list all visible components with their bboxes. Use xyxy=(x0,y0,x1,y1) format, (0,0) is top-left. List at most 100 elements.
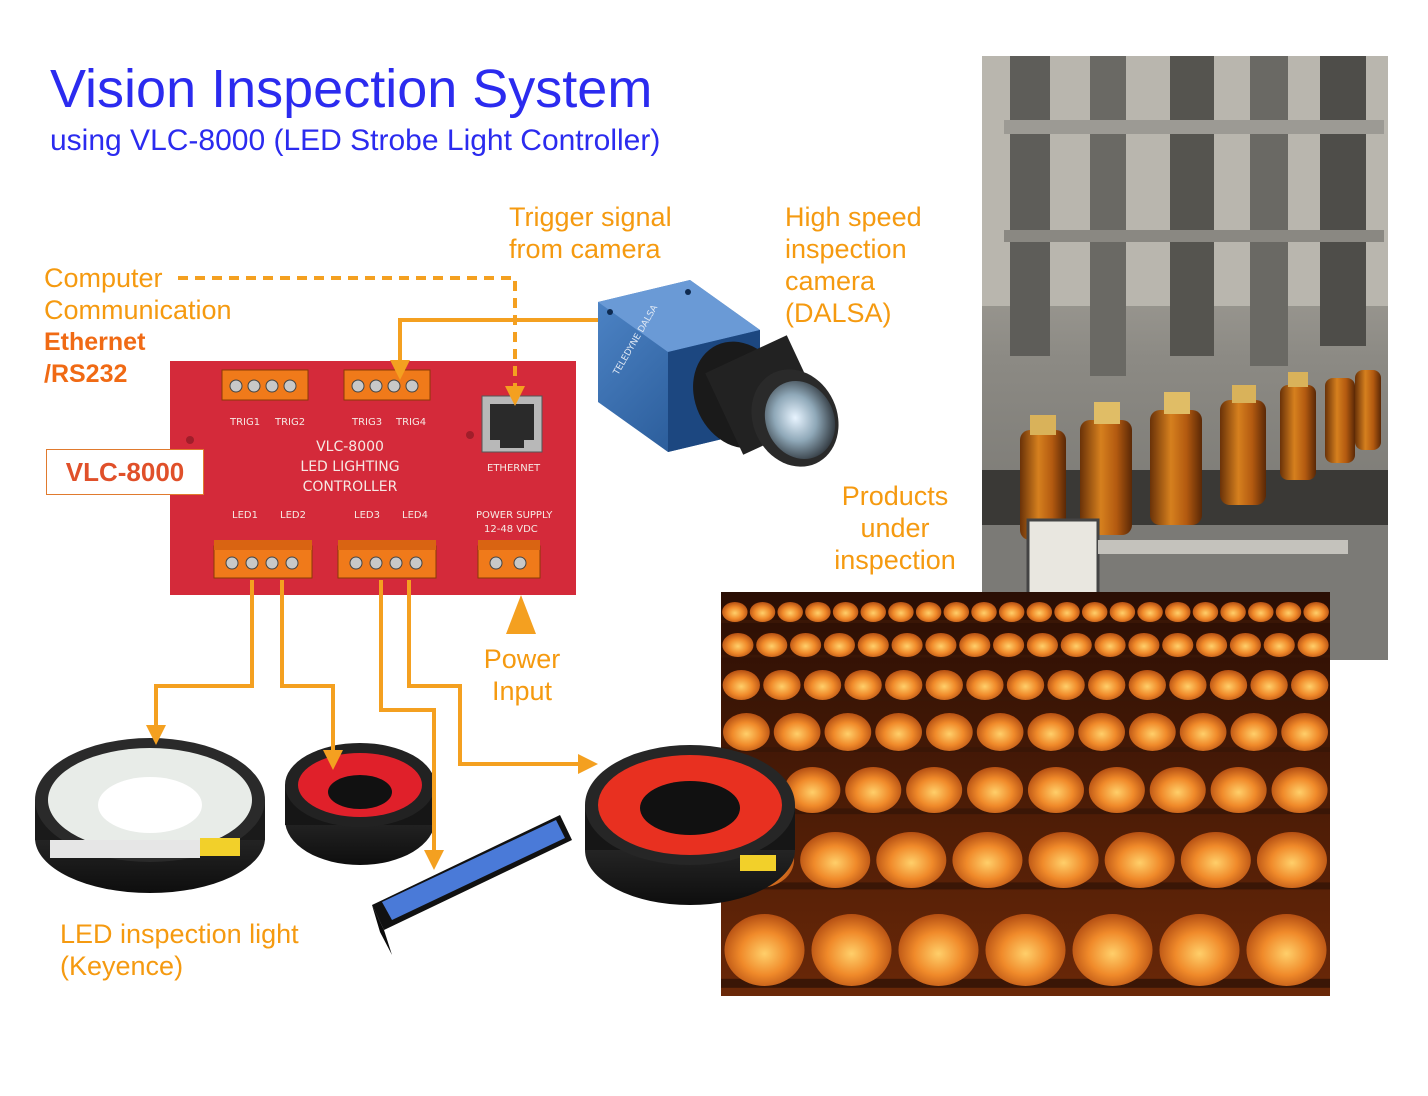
egg xyxy=(811,914,892,986)
egg xyxy=(723,713,770,751)
egg xyxy=(790,633,822,657)
egg xyxy=(1297,633,1329,657)
egg xyxy=(722,602,748,622)
egg xyxy=(1088,767,1145,813)
egg-tray-bar xyxy=(721,882,1330,890)
egg xyxy=(722,670,760,700)
egg xyxy=(1179,713,1227,751)
power-arrow xyxy=(506,595,536,634)
egg xyxy=(1196,633,1228,657)
egg xyxy=(876,832,947,888)
egg xyxy=(1180,832,1251,888)
egg xyxy=(925,633,957,657)
egg xyxy=(1229,633,1261,657)
egg xyxy=(1088,670,1126,700)
egg xyxy=(803,670,842,700)
egg xyxy=(959,633,991,657)
egg xyxy=(756,633,788,657)
egg xyxy=(976,713,1024,751)
egg xyxy=(1165,602,1191,622)
egg xyxy=(1209,670,1248,700)
computer-label: Computer Communication xyxy=(44,263,232,325)
led3-label: LED3 xyxy=(354,510,380,521)
egg xyxy=(800,832,871,888)
egg-tray-bar xyxy=(721,654,1330,658)
egg xyxy=(749,602,776,622)
egg xyxy=(888,602,914,622)
egg xyxy=(943,602,970,622)
egg xyxy=(952,832,1023,888)
egg xyxy=(1159,914,1240,986)
egg xyxy=(1210,767,1267,813)
led-light-label: LED inspection light (Keyence) xyxy=(60,919,299,981)
egg xyxy=(926,713,973,751)
egg xyxy=(857,633,889,657)
egg xyxy=(1246,914,1327,986)
egg xyxy=(1027,713,1075,751)
egg xyxy=(1128,670,1166,700)
products-label: Products under inspection xyxy=(834,481,956,575)
egg xyxy=(1220,602,1246,622)
trig2-label: TRIG2 xyxy=(275,417,306,428)
egg xyxy=(1109,602,1136,622)
camera-label: High speed inspection camera (DALSA) xyxy=(785,202,922,328)
led1-label: LED1 xyxy=(232,510,258,521)
egg xyxy=(845,767,902,813)
egg-tray-bar xyxy=(721,620,1330,623)
egg xyxy=(898,914,979,986)
egg xyxy=(1230,713,1278,751)
egg xyxy=(832,602,859,622)
egg xyxy=(1006,670,1045,700)
egg xyxy=(1275,602,1302,622)
egg xyxy=(1129,713,1176,751)
egg xyxy=(805,602,831,622)
led4-label: LED4 xyxy=(402,510,428,521)
egg xyxy=(1072,914,1153,986)
egg xyxy=(1128,633,1160,657)
egg xyxy=(885,670,923,700)
egg xyxy=(722,633,754,657)
ethernet-port-label: ETHERNET xyxy=(487,463,541,474)
led-connector-3-4 xyxy=(337,540,437,579)
egg xyxy=(1263,633,1295,657)
power-connector xyxy=(477,540,541,579)
egg xyxy=(1271,767,1328,813)
power-label: Power Input xyxy=(483,644,561,706)
page-title: Vision Inspection System xyxy=(50,59,653,119)
egg xyxy=(985,914,1066,986)
egg xyxy=(860,602,886,622)
egg xyxy=(875,713,922,751)
trig3-label: TRIG3 xyxy=(352,417,383,428)
egg xyxy=(891,633,923,657)
ring-light-icon-red-large xyxy=(585,745,795,905)
controller-name-box: VLC-8000 xyxy=(46,449,204,495)
egg xyxy=(1027,767,1084,813)
egg xyxy=(1256,832,1327,888)
egg xyxy=(1104,832,1175,888)
trigger-label: Trigger signal from camera xyxy=(509,202,672,264)
egg xyxy=(1094,633,1126,657)
egg xyxy=(1169,670,1207,700)
trig-connector-1-2 xyxy=(221,369,309,401)
egg xyxy=(844,670,882,700)
camera-icon xyxy=(598,280,839,467)
egg xyxy=(925,670,963,700)
egg xyxy=(1149,767,1206,813)
ethernet-label: Ethernet /RS232 xyxy=(44,328,146,388)
page-subtitle: using VLC-8000 (LED Strobe Light Control… xyxy=(50,124,661,157)
egg xyxy=(967,767,1024,813)
bottle-factory-photo xyxy=(982,56,1388,660)
egg xyxy=(784,767,841,813)
eggs-photo xyxy=(721,592,1330,996)
egg xyxy=(1028,832,1099,888)
egg xyxy=(773,713,821,751)
bar-light-icon xyxy=(372,815,572,955)
egg xyxy=(1081,602,1108,622)
egg xyxy=(777,602,803,622)
egg xyxy=(1054,602,1080,622)
trig4-label: TRIG4 xyxy=(396,417,427,428)
egg xyxy=(1137,602,1163,622)
egg xyxy=(824,713,872,751)
egg-tray-bar xyxy=(721,747,1330,752)
